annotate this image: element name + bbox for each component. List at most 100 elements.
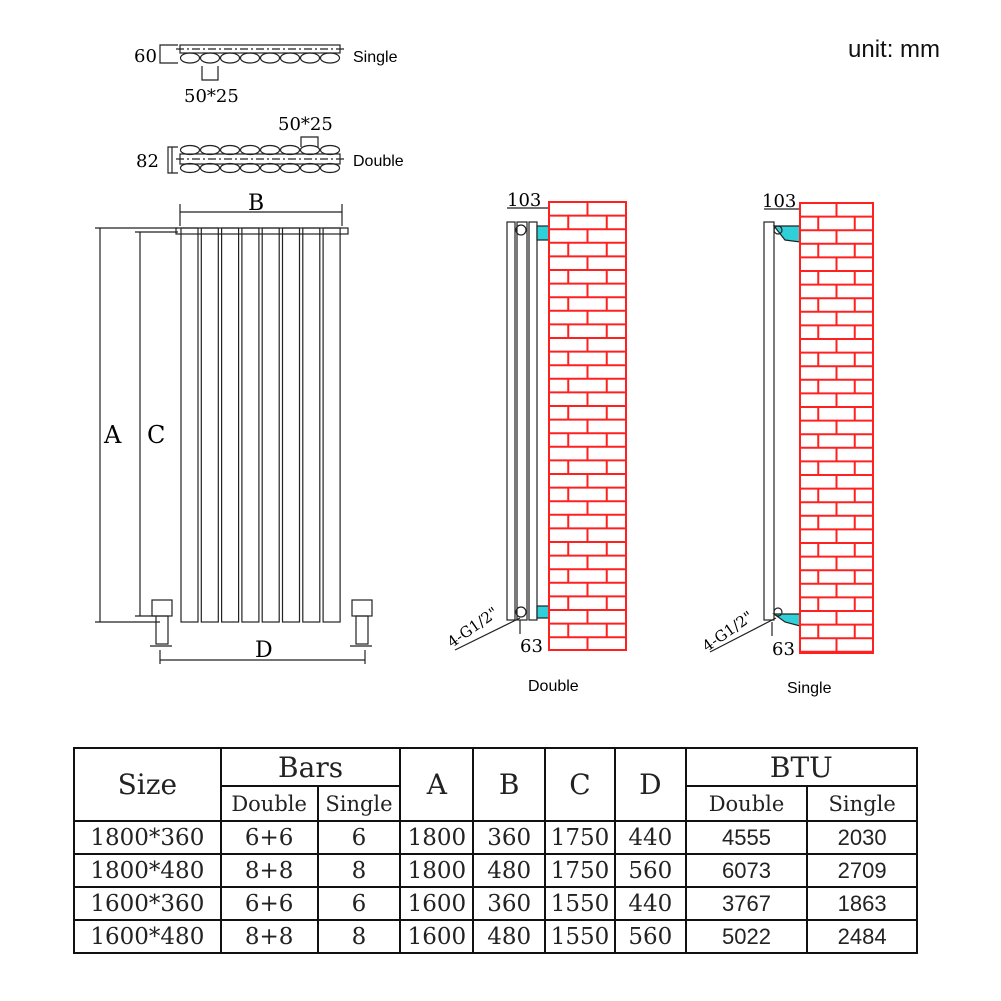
tube-oval	[199, 144, 221, 156]
header-btu: BTU	[684, 747, 919, 787]
tube-oval	[319, 52, 341, 64]
cell-d: 560	[613, 919, 687, 954]
header-c: C	[544, 747, 616, 822]
double-thread-label: 4-G1/2"	[444, 603, 502, 651]
cell-size: 1800*360	[73, 820, 222, 855]
cell-bars-double: 8+8	[219, 919, 319, 954]
cell-size: 1600*480	[73, 919, 222, 954]
cell-d: 440	[613, 820, 687, 855]
header-btu-double: Double	[684, 785, 809, 822]
cell-btu-single: 2709	[806, 853, 918, 888]
cell-btu-single: 2484	[806, 919, 918, 954]
brick-wall-single	[799, 202, 874, 654]
double-top-label: Double	[353, 153, 404, 170]
spec-table: Size Bars A B C D BTU Double Single Doub…	[73, 747, 919, 954]
unit-label: unit: mm	[848, 36, 940, 63]
cell-c: 1550	[544, 886, 616, 921]
cell-bars-single: 8	[316, 919, 402, 954]
tube-oval	[259, 162, 281, 174]
header-b: B	[472, 747, 547, 822]
single-depth-label: 60	[134, 46, 157, 67]
tube-oval	[199, 52, 221, 64]
dim-a-label: A	[103, 421, 122, 449]
tube-oval	[239, 144, 261, 156]
header-d: D	[613, 747, 687, 822]
double-depth-label: 82	[136, 151, 159, 172]
tube-oval	[219, 52, 241, 64]
cell-btu-double: 5022	[684, 919, 809, 954]
tube-oval	[239, 52, 261, 64]
tube-oval	[219, 162, 241, 174]
header-bars: Bars	[219, 747, 402, 787]
cell-btu-single: 2030	[806, 820, 918, 855]
single-tube-label: 50*25	[184, 86, 239, 107]
tube-oval	[319, 162, 341, 174]
cell-c: 1750	[544, 853, 616, 888]
cell-a: 1800	[399, 820, 475, 855]
pipe-bottom-double	[536, 605, 550, 619]
radiator-bar	[180, 227, 199, 623]
single-thread-label: 4-G1/2"	[699, 607, 757, 655]
double-caption: Double	[528, 678, 579, 695]
header-bars-single: Single	[316, 785, 402, 822]
side-view-double	[454, 207, 550, 651]
tube-oval	[279, 144, 301, 156]
brick-wall-double	[548, 201, 627, 651]
pipe-top-double	[536, 225, 550, 241]
tube-oval	[319, 144, 341, 156]
tube-oval	[279, 162, 301, 174]
header-size: Size	[73, 747, 222, 822]
radiator-bar	[261, 227, 280, 623]
cell-d: 440	[613, 886, 687, 921]
double-tube-label: 50*25	[278, 114, 333, 135]
cell-bars-double: 8+8	[219, 853, 319, 888]
header-btu-single: Single	[806, 785, 918, 822]
cell-btu-single: 1863	[806, 886, 918, 921]
cell-btu-double: 4555	[684, 820, 809, 855]
cell-bars-single: 6	[316, 886, 402, 921]
header-a: A	[399, 747, 475, 822]
radiator-bar	[302, 227, 321, 623]
cell-bars-single: 6	[316, 820, 402, 855]
cell-b: 480	[472, 919, 547, 954]
cell-c: 1750	[544, 820, 616, 855]
side-view-single	[709, 208, 801, 653]
double-side-offset: 63	[520, 636, 543, 657]
cell-bars-double: 6+6	[219, 886, 319, 921]
radiator-diagram: unit: mm 60 Single 50*25 82 Double 50*25…	[95, 36, 940, 697]
dim-c-label: C	[147, 421, 165, 449]
single-top-label: Single	[353, 49, 398, 66]
cell-c: 1550	[544, 919, 616, 954]
cell-b: 360	[472, 820, 547, 855]
cell-b: 480	[472, 853, 547, 888]
tube-oval	[299, 52, 321, 64]
cell-size: 1800*480	[73, 853, 222, 888]
top-view-single	[159, 44, 345, 81]
radiator-bar	[241, 227, 260, 623]
tube-oval	[259, 144, 281, 156]
cell-a: 1800	[399, 853, 475, 888]
radiator-bar	[221, 227, 240, 623]
tube-oval	[299, 162, 321, 174]
tube-oval	[299, 144, 321, 156]
dim-d-label: D	[255, 638, 273, 663]
radiator-bar	[322, 227, 341, 623]
tube-oval	[239, 162, 261, 174]
single-side-depth: 103	[762, 191, 796, 212]
top-view-double	[167, 136, 345, 174]
cell-btu-double: 3767	[684, 886, 809, 921]
tube-oval	[259, 52, 281, 64]
single-caption: Single	[787, 680, 832, 697]
radiator-bar	[281, 227, 301, 623]
header-bars-double: Double	[219, 785, 319, 822]
cell-bars-single: 8	[316, 853, 402, 888]
cell-btu-double: 6073	[684, 853, 809, 888]
tube-oval	[199, 162, 221, 174]
front-view	[95, 204, 373, 664]
tube-oval	[279, 52, 301, 64]
cell-a: 1600	[399, 919, 475, 954]
radiator-bar	[200, 227, 219, 623]
